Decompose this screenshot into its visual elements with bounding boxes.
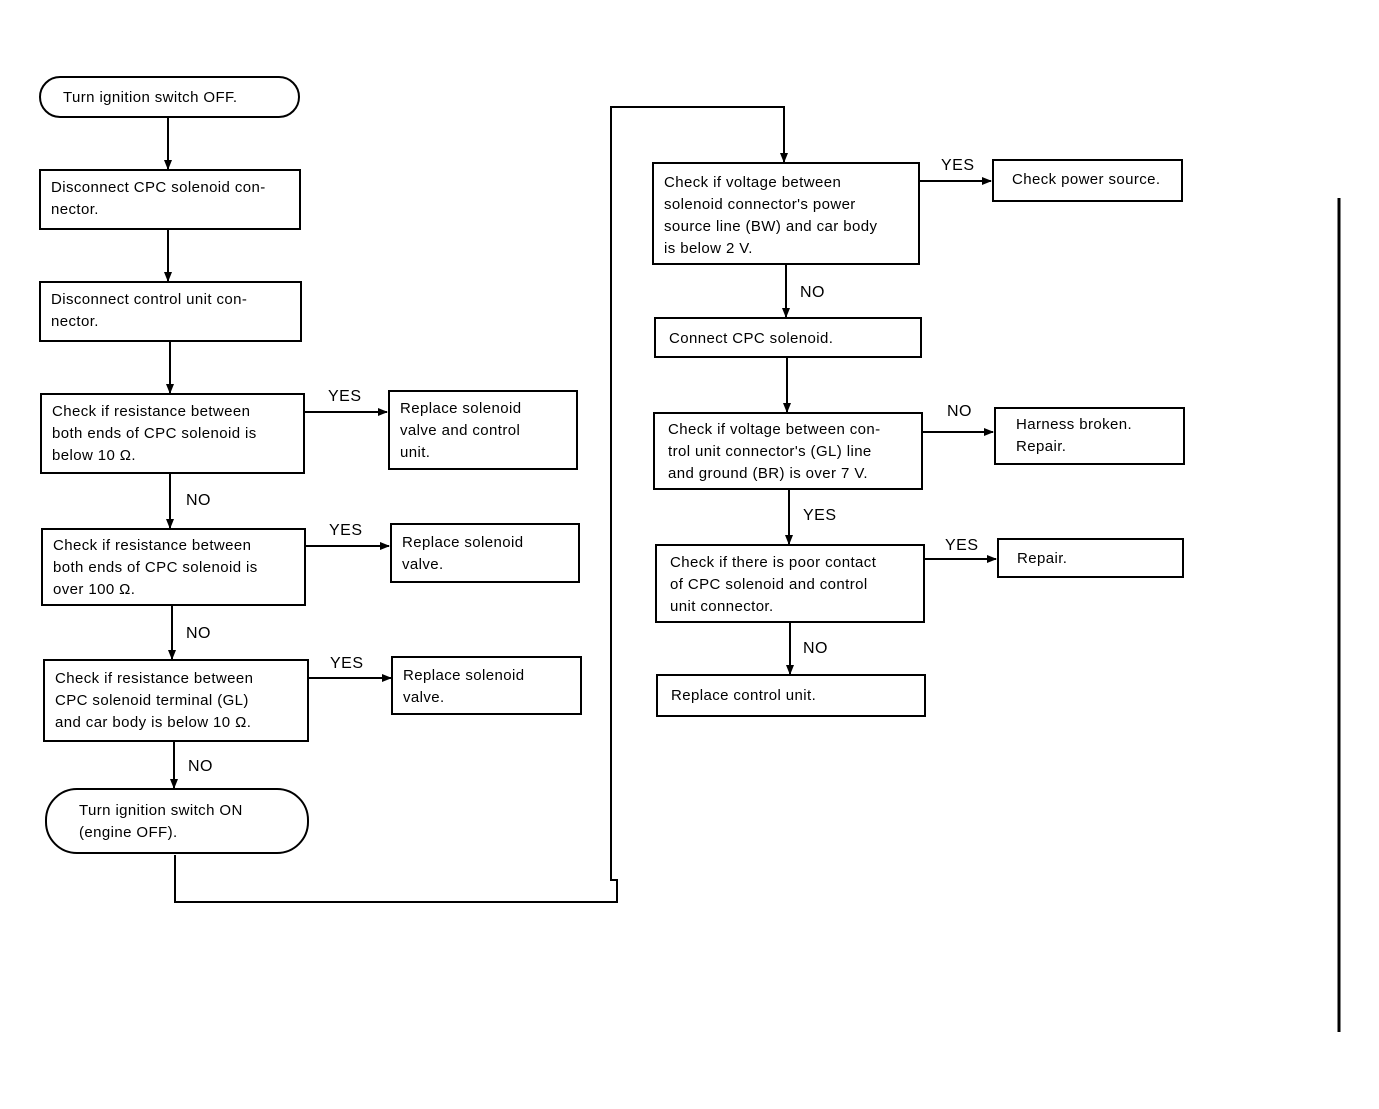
decision-terminal-gl-below-10: Check if resistance between CPC solenoid… [43,659,309,742]
action-replace-valve-2: Replace solenoid valve. [391,656,582,715]
label-yes-s8: YES [941,157,975,174]
decision-voltage-below-2v: Check if voltage between solenoid connec… [652,162,920,265]
label-yes-s6: YES [330,655,364,672]
label-yes-s11: YES [945,537,979,554]
step-connect-cpc-solenoid: Connect CPC solenoid. [654,317,922,358]
label-yes-s10: YES [803,507,837,524]
action-check-power-source: Check power source. [992,159,1183,202]
action-replace-control-unit: Replace control unit. [656,674,926,717]
decision-resistance-over-100: Check if resistance between both ends of… [41,528,306,606]
action-replace-valve-and-unit: Replace solenoid valve and control unit. [388,390,578,470]
label-yes-s5: YES [329,522,363,539]
action-repair: Repair. [997,538,1184,578]
action-harness-broken-repair: Harness broken. Repair. [994,407,1185,465]
decision-voltage-over-7v: Check if voltage between con- trol unit … [653,412,923,490]
decision-resistance-below-10: Check if resistance between both ends of… [40,393,305,474]
action-replace-valve-1: Replace solenoid valve. [390,523,580,583]
label-no-s5: NO [186,625,211,642]
step-disconnect-control-unit: Disconnect control unit con- nector. [39,281,302,342]
step-turn-ignition-on: Turn ignition switch ON (engine OFF). [45,788,309,854]
label-no-s8: NO [800,284,825,301]
decision-poor-contact: Check if there is poor contact of CPC so… [655,544,925,623]
label-no-s4: NO [186,492,211,509]
step-turn-ignition-off: Turn ignition switch OFF. [39,76,300,118]
label-no-s11: NO [803,640,828,657]
label-no-s10: NO [947,403,972,420]
arrow-s7-s8 [174,106,788,903]
label-no-s6: NO [188,758,213,775]
step-disconnect-cpc-solenoid: Disconnect CPC solenoid con- nector. [39,169,301,230]
label-yes-s4: YES [328,388,362,405]
